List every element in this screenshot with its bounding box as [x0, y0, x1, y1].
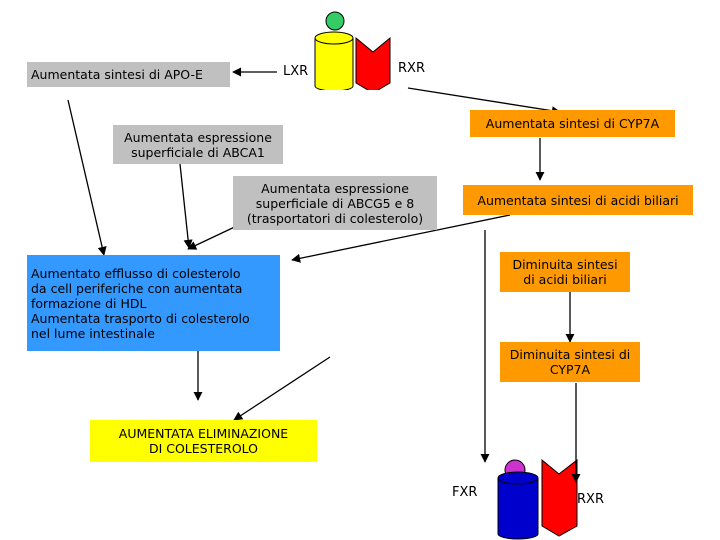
- rxr-bottom-label: RXR: [577, 492, 604, 507]
- cyp7a-down-box: Diminuita sintesi di CYP7A: [500, 342, 640, 382]
- fxr-label: FXR: [452, 485, 478, 500]
- abcg5-box: Aumentata espressione superficiale di AB…: [233, 176, 437, 230]
- lxr-label: LXR: [283, 64, 309, 79]
- rxr-top-label: RXR: [398, 61, 425, 76]
- abca1-box: Aumentata espressione superficiale di AB…: [113, 125, 283, 164]
- bile-acids-up-box: Aumentata sintesi di acidi biliari: [463, 185, 693, 215]
- fxr-rxr-receptor-icon: [497, 458, 578, 540]
- bile-acids-down-box: Diminuita sintesi di acidi biliari: [500, 252, 630, 292]
- lxr-rxr-receptor-icon: [314, 11, 391, 90]
- apo-e-box: Aumentata sintesi di APO-E: [27, 62, 230, 87]
- efflux-box: Aumentato efflusso di colesterolo da cel…: [27, 255, 280, 351]
- cyp7a-up-box: Aumentata sintesi di CYP7A: [470, 110, 675, 137]
- elimination-box: AUMENTATA ELIMINAZIONE DI COLESTEROLO: [90, 420, 317, 462]
